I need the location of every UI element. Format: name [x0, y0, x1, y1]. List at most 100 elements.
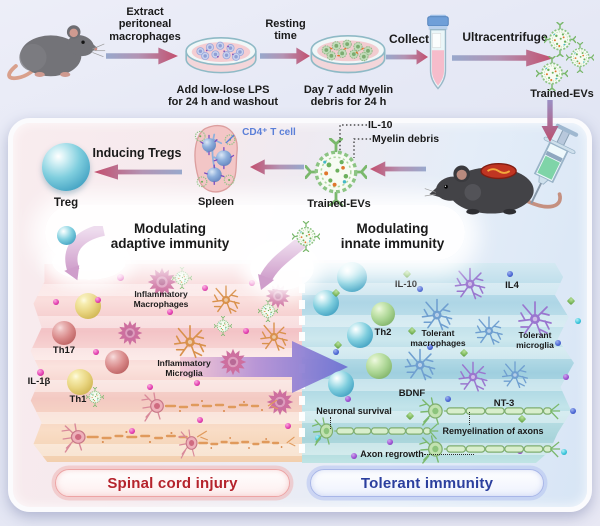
treg-cell-small [328, 371, 354, 397]
label-bdnf: BDNF [398, 388, 426, 399]
label-tolerant-macrophages: Tolerant macrophages [410, 328, 466, 348]
label-il10-callout: IL-10 [368, 119, 393, 131]
th17-cell [105, 350, 129, 374]
molecule-dot [333, 349, 339, 355]
degenerating-neuron [140, 390, 280, 422]
label-th2: Th2 [374, 327, 392, 338]
arrow-evs-to-mouse [540, 100, 560, 142]
callout-line-remyelination [469, 412, 470, 425]
label-treg: Treg [53, 197, 79, 209]
trained-ev-icon [566, 42, 594, 73]
treg-cell-large [42, 143, 90, 191]
ev-icon-small [292, 221, 320, 252]
badge-tolerant-immunity: Tolerant immunity [310, 469, 544, 497]
tolerant-macrophage-cell [400, 345, 440, 385]
cytokine-dot [147, 384, 153, 390]
cloud-backdrop [52, 244, 126, 280]
arrow-collect [386, 48, 428, 66]
cytokine-dot [167, 309, 173, 315]
cytokine-dot [194, 380, 200, 386]
label-il1b: IL-1β [27, 376, 51, 387]
inflammatory-macrophage-cell [117, 320, 143, 346]
callout-line-regrowth [424, 454, 474, 455]
degenerating-neuron [177, 427, 297, 459]
cytokine-dot [95, 297, 101, 303]
label-tolerant-microglia: Tolerant microglia [516, 330, 554, 350]
arrow-inducing-tregs [94, 163, 182, 181]
badge-tolerant-immunity-text: Tolerant immunity [360, 474, 494, 492]
arrow-ev-to-spleen [250, 158, 304, 176]
label-th17: Th17 [52, 345, 76, 356]
molecule-dot [575, 318, 581, 324]
cd4-pointer-line [224, 132, 236, 144]
step-extract-label: Extract peritoneal macrophages [109, 6, 181, 43]
molecule-dot [387, 439, 393, 445]
badge-spinal-cord-injury: Spinal cord injury [55, 469, 290, 497]
th1-cell [67, 369, 93, 395]
cytokine-dot [93, 349, 99, 355]
label-il10: IL-10 [394, 279, 418, 290]
degenerating-neuron [60, 421, 210, 453]
treg-cell-small [347, 322, 373, 348]
cytokine-dot [129, 428, 135, 434]
swoosh-arrow-innate [254, 237, 308, 294]
syringe-illustration [510, 119, 587, 216]
remyelinated-neuron [417, 433, 562, 465]
molecule-dot [570, 408, 576, 414]
cytokine-dot [243, 328, 249, 334]
treg-icon-small [57, 226, 76, 245]
cytokine-dot [285, 423, 291, 429]
remyelinated-neuron [310, 415, 440, 447]
bdnf-dot [445, 396, 451, 402]
label-inflammatory-macrophages: Inflammatory Macrophages [133, 289, 189, 309]
label-trained-evs-panel: Trained-EVs [307, 198, 371, 210]
dish1-caption: Add low-lose LPS for 24 h and washout [168, 84, 279, 109]
lab-mouse-illustration [4, 12, 106, 86]
label-th1: Th1 [69, 394, 87, 405]
callout-lines-ev [332, 118, 376, 164]
molecule-dot [427, 344, 433, 350]
label-axon-regrowth: Axon regrowth [360, 449, 424, 459]
molecule-dot [417, 286, 423, 292]
label-myelin-callout: Myelin debris [372, 133, 440, 145]
treg-cell-small [337, 262, 367, 292]
th2-cell [371, 302, 395, 326]
molecule-dot [351, 453, 357, 459]
cytokine-dot [53, 299, 59, 305]
petri-dish-myelin [308, 26, 388, 84]
swoosh-arrow-adaptive [55, 223, 111, 284]
title-modulating-adaptive: Modulating adaptive immunity [110, 221, 230, 252]
trained-ev-icon [536, 56, 568, 91]
il1b-dot [37, 369, 44, 376]
petri-dish-lps [183, 28, 259, 84]
molecule-dot [555, 340, 561, 346]
label-cd4-tcell: CD4⁺ T cell [242, 127, 296, 138]
tolerant-microglia-cell [454, 358, 492, 396]
tolerant-macrophage-cell [498, 358, 532, 392]
arrow-extract [106, 46, 178, 66]
arrow-ultracentrifuge [452, 48, 554, 68]
title-modulating-innate: Modulating innate immunity [340, 221, 445, 252]
ev-particle [214, 316, 232, 336]
label-nt3: NT-3 [493, 398, 515, 409]
dish2-caption: Day 7 add Myelin debris for 24 h [303, 84, 394, 109]
badge-spinal-cord-injury-text: Spinal cord injury [107, 474, 238, 492]
callout-line-survival [330, 417, 331, 429]
injured-mouse-illustration [424, 148, 564, 220]
cytokine-dot [249, 280, 255, 286]
th17-cell [52, 321, 76, 345]
arrow-mouse-to-ev [370, 160, 426, 178]
cytokine-dot [202, 285, 208, 291]
il4-dot [507, 271, 513, 277]
molecule-dot [315, 435, 321, 441]
trained-evs-label-top: Trained-EVs [530, 88, 594, 100]
inflammatory-microglia-cell [169, 321, 211, 363]
arrow-resting [260, 46, 310, 66]
ev-particle [258, 300, 278, 322]
molecule-dot [345, 396, 351, 402]
th2-cell [366, 353, 392, 379]
remyelinated-neuron [417, 395, 562, 427]
tolerant-microglia-cell [450, 264, 490, 304]
label-il4: IL4 [505, 280, 519, 291]
